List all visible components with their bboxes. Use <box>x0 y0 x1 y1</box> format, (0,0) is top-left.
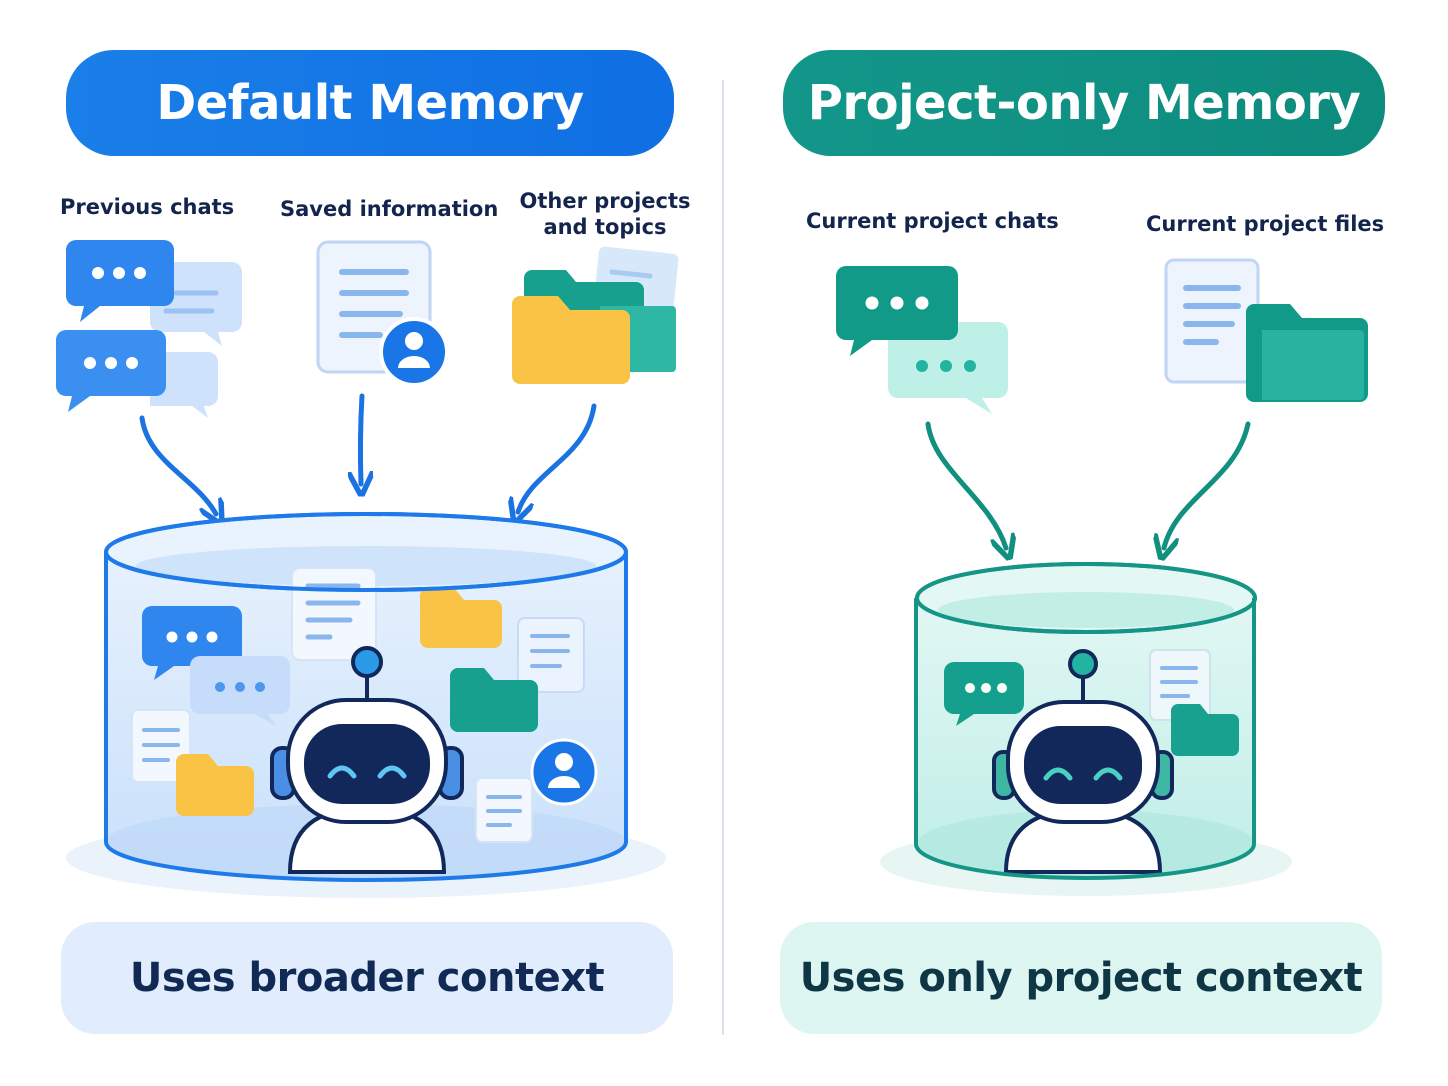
arrow-current-project-files <box>1164 421 1251 548</box>
label-current-project-files: Current project files <box>1146 212 1385 236</box>
panel-divider <box>722 80 724 1035</box>
current-project-files-icon <box>1164 258 1368 402</box>
arrow-current-project-chats <box>925 421 1006 548</box>
previous-chats-icon <box>56 240 242 418</box>
broader-context-caption: Uses broader context <box>61 922 673 1034</box>
label-other-projects: Other projects and topics <box>512 188 698 240</box>
project-context-caption: Uses only project context <box>780 922 1382 1034</box>
arrow-previous-chats <box>139 415 216 514</box>
default-memory-title: Default Memory <box>66 50 674 156</box>
arrow-saved-information <box>360 393 362 484</box>
default-memory-store <box>66 512 666 898</box>
label-previous-chats: Previous chats <box>60 195 235 219</box>
robot-right-icon <box>992 649 1174 874</box>
label-saved-information: Saved information <box>280 197 499 221</box>
project-only-memory-store <box>880 562 1292 896</box>
saved-information-icon <box>316 240 449 387</box>
arrow-other-projects <box>518 403 597 512</box>
current-project-chats-icon <box>836 266 1008 414</box>
label-other-projects-line1: Other projects <box>519 189 691 213</box>
robot-left-icon <box>270 646 464 874</box>
label-other-projects-line2: and topics <box>543 215 667 239</box>
label-current-project-chats: Current project chats <box>806 209 1059 233</box>
other-projects-icon <box>512 246 679 384</box>
project-only-memory-title: Project-only Memory <box>783 50 1385 156</box>
